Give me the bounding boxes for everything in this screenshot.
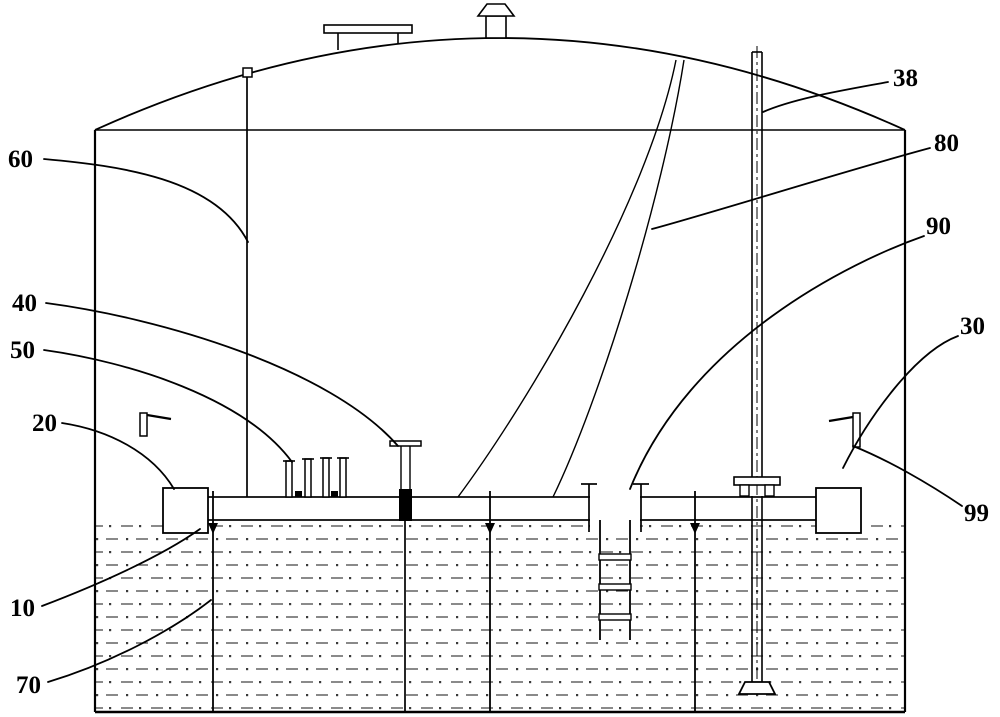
label-80: 80 xyxy=(934,130,959,157)
support-legs xyxy=(208,491,700,712)
floating-deck xyxy=(205,496,819,521)
ladder-well xyxy=(581,483,649,532)
leader-20 xyxy=(61,422,175,490)
deck-band xyxy=(205,496,819,521)
guide-cable xyxy=(457,59,685,498)
ladder-rung xyxy=(598,613,632,621)
leg-arrow xyxy=(485,523,495,534)
label-30: 30 xyxy=(960,313,985,340)
leader-10 xyxy=(41,528,201,607)
leader-60 xyxy=(43,158,249,243)
leader-70 xyxy=(47,599,212,683)
leader-40 xyxy=(45,302,399,447)
leg-arrow xyxy=(208,523,218,534)
left-rim-channel xyxy=(162,487,209,534)
gauge-pole xyxy=(733,46,781,695)
leader-99 xyxy=(852,445,963,507)
left-seal-bracket xyxy=(139,412,148,437)
guide-pole-anchor xyxy=(242,67,253,78)
label-10: 10 xyxy=(10,595,35,622)
tank-shell xyxy=(93,37,907,714)
guide-pole xyxy=(242,67,253,497)
label-50: 50 xyxy=(10,337,35,364)
pipe-handle xyxy=(389,440,422,447)
deck-pipe xyxy=(389,440,422,712)
label-70: 70 xyxy=(16,672,41,699)
leader-80 xyxy=(651,147,931,230)
leg-arrow xyxy=(690,523,700,534)
leader-lines xyxy=(41,81,963,683)
ladder-rung xyxy=(598,583,632,591)
label-40: 40 xyxy=(12,290,37,317)
leader-38 xyxy=(762,81,889,113)
right-rim-seal xyxy=(815,412,862,534)
roof-vent-center xyxy=(476,3,516,39)
left-rim-seal xyxy=(139,412,209,534)
stored-liquid xyxy=(96,521,904,711)
pole-foot xyxy=(737,681,777,695)
pole-deck-flange xyxy=(733,476,781,486)
label-38: 38 xyxy=(893,65,918,92)
roof-vent-left xyxy=(323,24,413,50)
reference-labels: 60 40 50 20 10 70 38 80 90 30 99 xyxy=(8,65,989,699)
liquid-hatch xyxy=(96,521,904,711)
label-20: 20 xyxy=(32,410,57,437)
ladder-rung xyxy=(598,553,632,561)
label-99: 99 xyxy=(964,500,989,527)
label-60: 60 xyxy=(8,146,33,173)
leader-50 xyxy=(43,349,293,463)
leader-90 xyxy=(629,235,925,490)
well-interior xyxy=(590,484,640,531)
leader-30 xyxy=(842,335,959,469)
deck-seal-fittings xyxy=(283,457,349,498)
deck-ladder xyxy=(598,520,632,640)
pipe-deck-sleeve xyxy=(399,489,412,521)
right-rim-channel xyxy=(815,487,862,534)
label-90: 90 xyxy=(926,213,951,240)
